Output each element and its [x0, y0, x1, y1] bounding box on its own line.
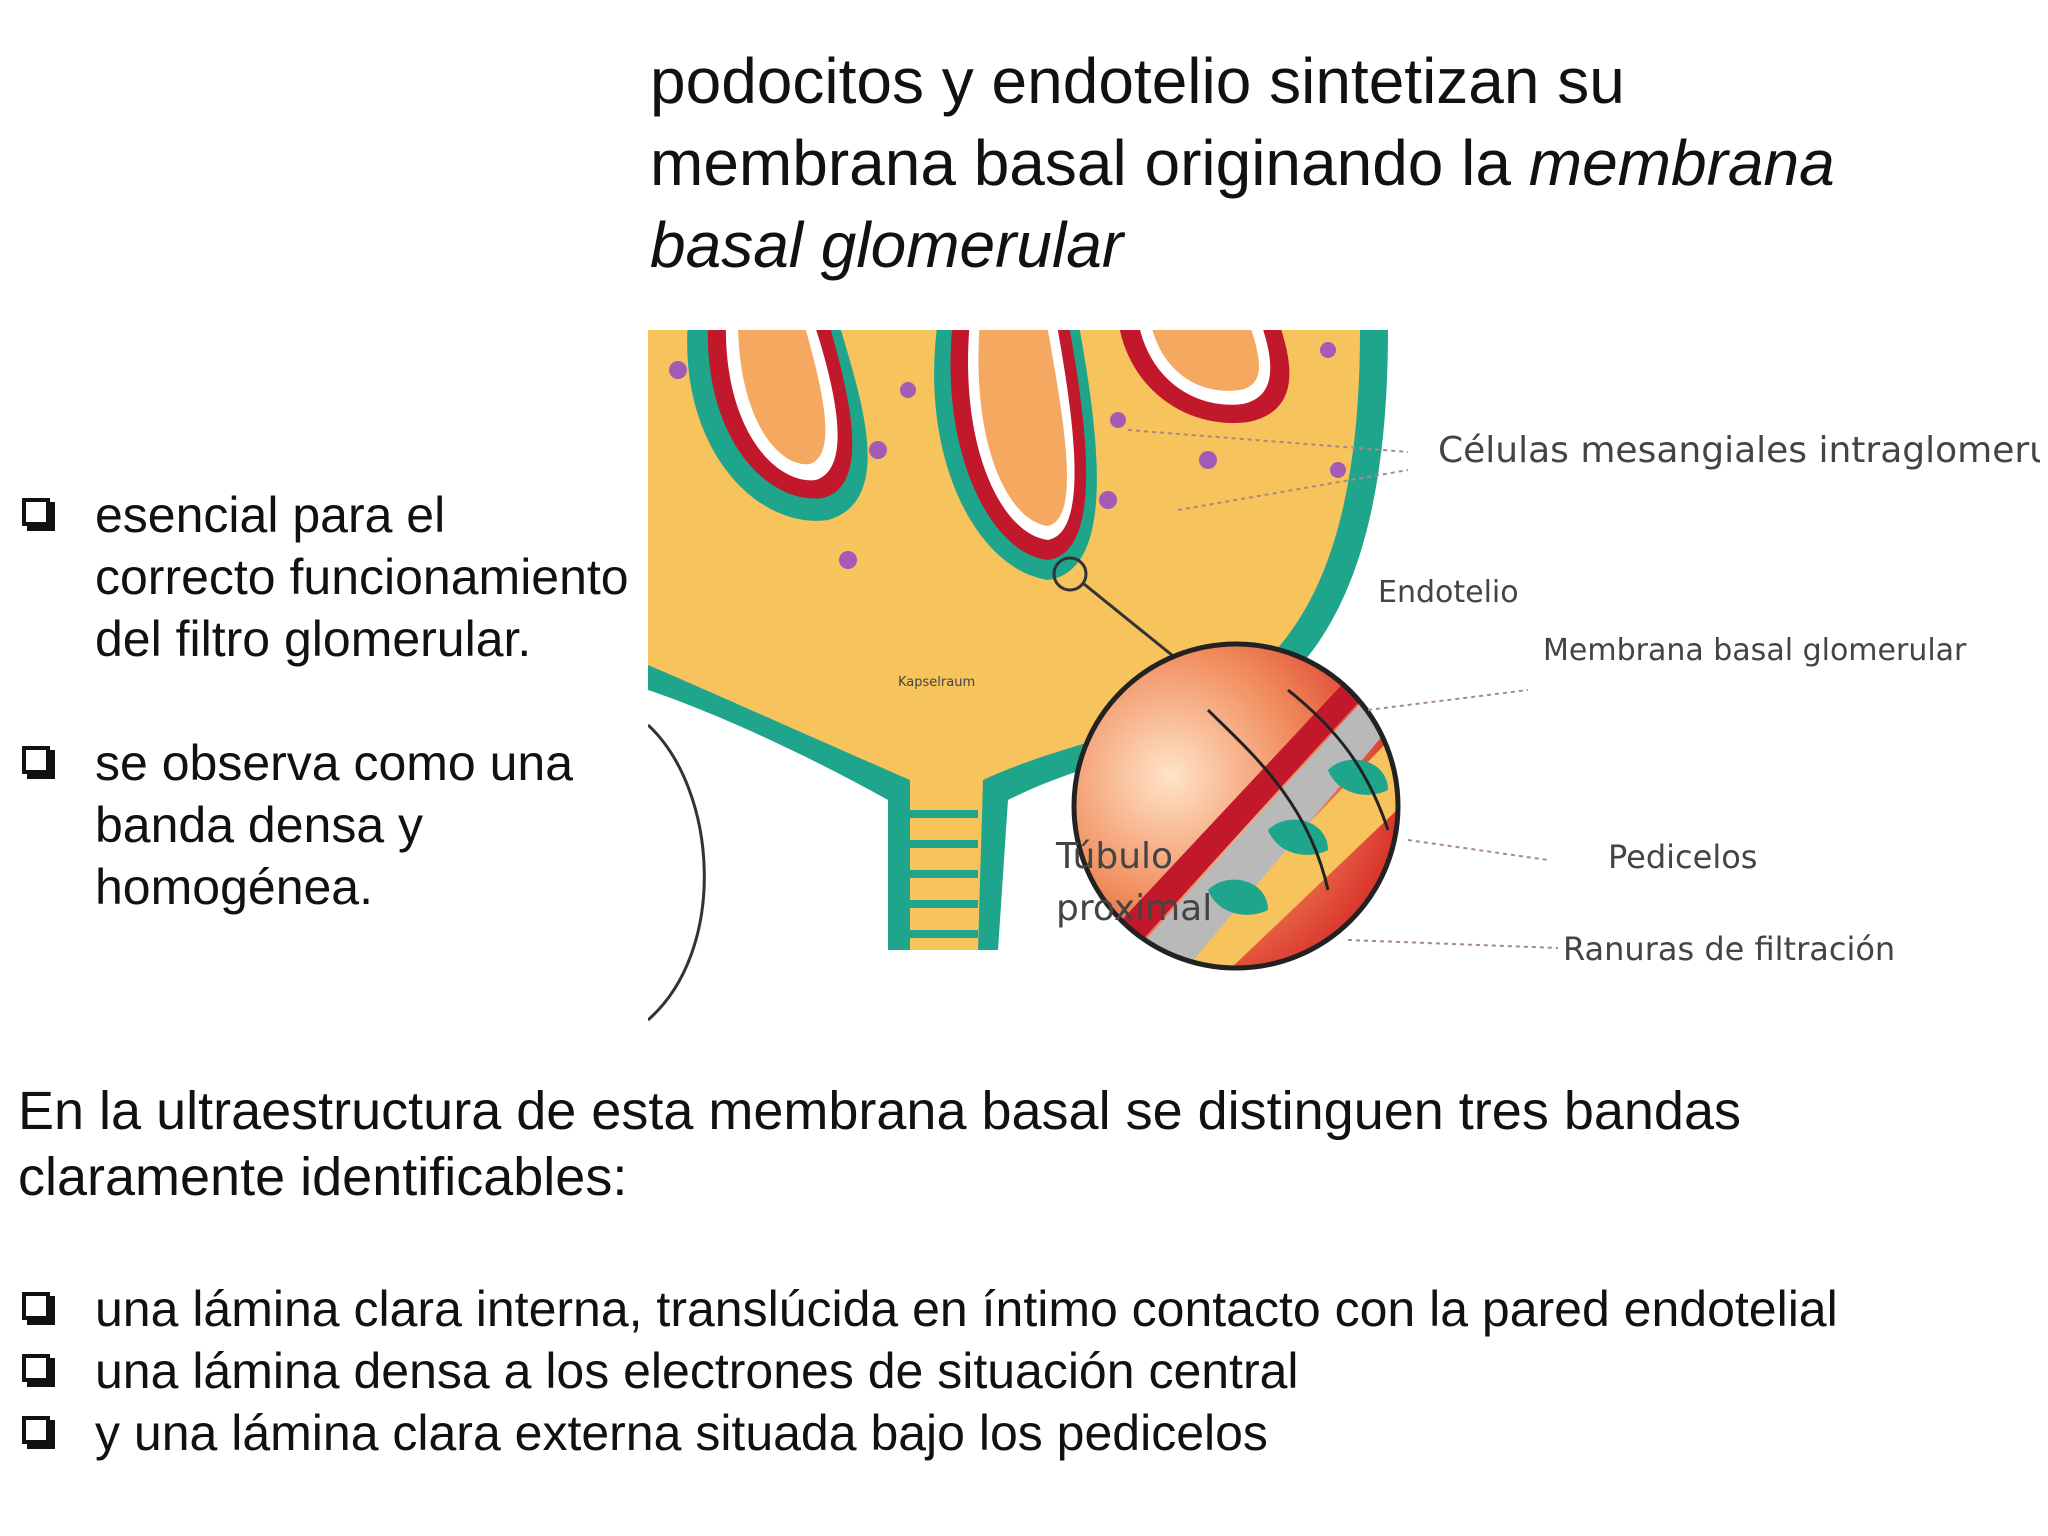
- capillary-loop-2: [934, 330, 1097, 580]
- bottom-bullet-text: una lámina clara interna, translúcida en…: [95, 1281, 1838, 1337]
- title-line-2: membrana basal originando la membrana: [650, 122, 2010, 204]
- label-mesangial: Células mesangiales intraglomerula: [1438, 430, 2040, 471]
- intro-line-1: En la ultraestructura de esta membrana b…: [18, 1081, 1741, 1141]
- bottom-bullet-list: una lámina clara interna, translúcida en…: [22, 1278, 2022, 1464]
- bottom-bullet-item: una lámina clara interna, translúcida en…: [22, 1278, 2022, 1340]
- side-bullet-line: esencial para el: [95, 487, 446, 543]
- checkbox-bullet-icon: [22, 498, 55, 531]
- zoom-connector: [1083, 582, 1179, 662]
- side-bullet-line: se observa como una: [95, 735, 574, 791]
- glomerulus-diagram: Células mesangiales intraglomerula Endot…: [648, 330, 2040, 1022]
- bottom-bullet-text: y una lámina clara externa situada bajo …: [95, 1405, 1268, 1461]
- label-ranuras: Ranuras de filtración: [1563, 930, 1895, 968]
- checkbox-bullet-icon: [22, 1354, 55, 1387]
- label-kapselraum: Kapselraum: [898, 675, 975, 690]
- side-bullet-line: del filtro glomerular.: [95, 611, 532, 667]
- checkbox-bullet-icon: [22, 1292, 55, 1325]
- bottom-bullet-item: una lámina densa a los electrones de sit…: [22, 1340, 2022, 1402]
- filtration-arrow: [1206, 708, 1330, 891]
- tubule-stripes: [910, 810, 978, 938]
- side-bullet-line: homogénea.: [95, 859, 374, 915]
- filtration-arrow: [1287, 688, 1390, 831]
- checkbox-bullet-icon: [22, 746, 55, 779]
- title-line-3: basal glomerular: [650, 209, 1124, 281]
- label-tubulo-2: proximal: [1056, 888, 1212, 929]
- label-pedicelos: Pedicelos: [1608, 838, 1757, 876]
- leader-line: [1127, 429, 1409, 453]
- leader-line: [1367, 689, 1529, 711]
- magnified-inset: [1074, 644, 1398, 968]
- slide-title: podocitos y endotelio sintetizan su memb…: [650, 40, 2010, 286]
- leader-line: [1347, 939, 1559, 949]
- side-bullet-item: se observa como una banda densa y homogé…: [22, 732, 662, 918]
- label-membrana: Membrana basal glomerular: [1543, 633, 1967, 668]
- leader-line: [1407, 839, 1549, 861]
- magnified-inset-border: [1071, 641, 1401, 971]
- title-line-2-plain: membrana basal originando la: [650, 127, 1529, 199]
- capillary-loop-1: [687, 330, 868, 521]
- capillary-loop-3: [1119, 330, 1290, 423]
- side-bullet-line: banda densa y: [95, 797, 424, 853]
- leader-line: [1177, 469, 1409, 511]
- outer-arc: [648, 723, 706, 1022]
- side-bullet-list: esencial para el correcto funcionamiento…: [22, 484, 662, 980]
- checkbox-bullet-icon: [22, 1416, 55, 1449]
- title-line-1: podocitos y endotelio sintetizan su: [650, 45, 1625, 117]
- side-bullet-item: esencial para el correcto funcionamiento…: [22, 484, 662, 670]
- bottom-bullet-text: una lámina densa a los electrones de sit…: [95, 1343, 1299, 1399]
- zoom-source-circle: [1052, 556, 1088, 592]
- bottom-bullet-item: y una lámina clara externa situada bajo …: [22, 1402, 2022, 1464]
- label-endotelio: Endotelio: [1378, 575, 1519, 610]
- title-line-2-italic: membrana: [1528, 127, 1835, 199]
- intro-line-2: claramente identificables:: [18, 1147, 628, 1207]
- mesangial-cells: [669, 342, 1346, 569]
- label-tubulo-1: Túbulo: [1055, 836, 1173, 877]
- intro-paragraph: En la ultraestructura de esta membrana b…: [18, 1078, 2018, 1210]
- side-bullet-line: correcto funcionamiento: [95, 549, 629, 605]
